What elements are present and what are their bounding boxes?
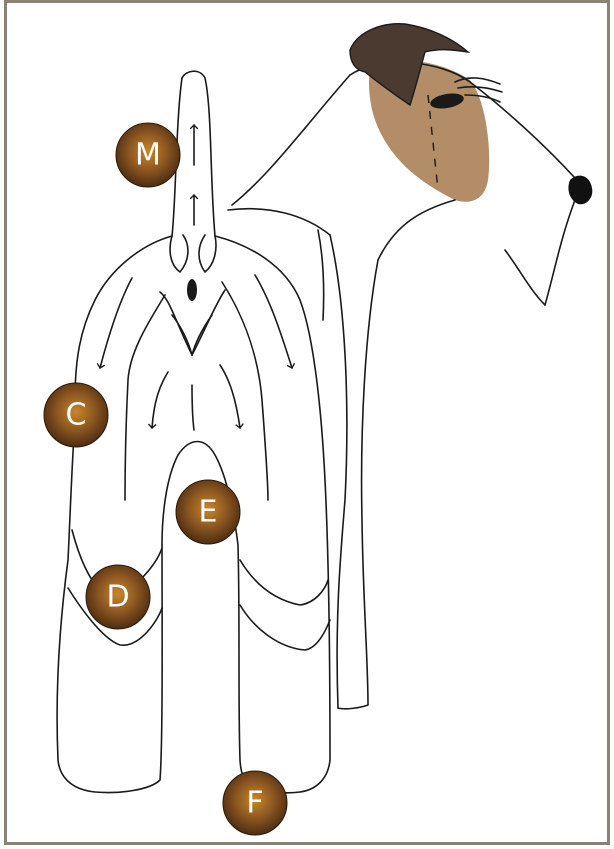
marker-m-label: M bbox=[135, 138, 161, 173]
tail-base-mark bbox=[187, 279, 197, 301]
marker-d: D bbox=[86, 565, 150, 629]
nose bbox=[568, 176, 592, 205]
marker-f: F bbox=[223, 771, 287, 835]
marker-c: C bbox=[44, 383, 108, 447]
marker-e: E bbox=[176, 480, 240, 544]
marker-d-label: D bbox=[106, 580, 129, 615]
marker-c-label: C bbox=[66, 398, 87, 433]
marker-e-label: E bbox=[199, 495, 218, 530]
marker-m: M bbox=[116, 123, 180, 187]
marker-f-label: F bbox=[246, 786, 263, 821]
